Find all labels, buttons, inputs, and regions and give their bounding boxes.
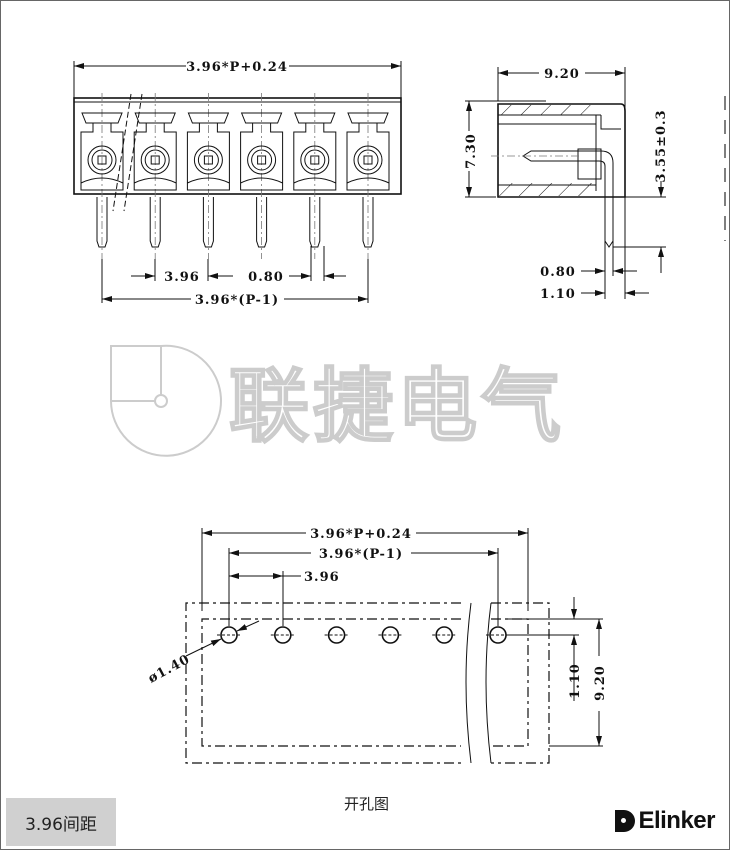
- pin: [96, 197, 108, 248]
- side-depth: 9.20: [544, 67, 580, 82]
- brand-name: Elinker: [638, 807, 715, 834]
- hole-offset: 1.10: [568, 663, 583, 699]
- pin: [149, 197, 161, 248]
- pitch-label: 3.96间距: [6, 798, 116, 846]
- pin: [202, 197, 214, 248]
- side-pin-offset: 1.10: [540, 287, 576, 302]
- watermark: 联捷电气: [109, 344, 565, 457]
- pin: [256, 197, 268, 248]
- terminal-cell: [346, 93, 390, 259]
- front-view: 3.96*P+0.24 3.96 0.80 3.96*(P-1): [73, 60, 402, 308]
- terminal-cell: [186, 93, 230, 259]
- front-pitch: 3.96: [164, 270, 200, 285]
- screw-icon: [300, 145, 330, 175]
- watermark-text: 联捷电气: [229, 360, 565, 453]
- hole-width: 9.20: [593, 665, 608, 701]
- front-pin-width: 0.80: [248, 270, 284, 285]
- terminal-cell: [293, 93, 337, 259]
- hole-overall-length: 3.96*P+0.24: [310, 527, 412, 542]
- hole-pattern: 3.96*P+0.24 3.96*(P-1) 3.96 ø1.40 1.10 9…: [146, 527, 608, 764]
- screw-icon: [353, 145, 383, 175]
- brand-logo: Elinker: [615, 807, 715, 835]
- pin: [362, 197, 374, 248]
- hole-pitch: 3.96: [304, 570, 340, 585]
- hole-pattern-caption: 开孔图: [344, 795, 390, 813]
- screw-icon: [140, 145, 170, 175]
- side-view: 9.20 7.30 3.55±0.3 0.80 1.10: [464, 67, 669, 302]
- terminal-cell: [80, 93, 124, 259]
- side-pin-width: 0.80: [540, 265, 576, 280]
- terminal-cell: [240, 93, 284, 259]
- screw-icon: [193, 145, 223, 175]
- screw-icon: [87, 145, 117, 175]
- screw-icon: [247, 145, 277, 175]
- front-overall-length: 3.96*P+0.24: [186, 60, 288, 75]
- hole-span: 3.96*(P-1): [319, 547, 403, 562]
- side-height: 7.30: [464, 133, 479, 169]
- side-pin-length: 3.55±0.3: [654, 109, 669, 182]
- pin: [309, 197, 321, 248]
- terminal-cell: [133, 93, 177, 259]
- front-pin-span: 3.96*(P-1): [195, 293, 279, 308]
- brand-mark-icon: [615, 810, 636, 832]
